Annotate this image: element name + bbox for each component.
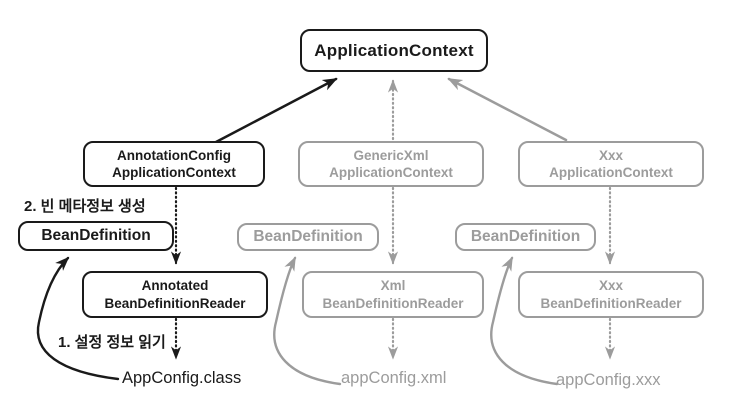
appconfig-class-label: AppConfig.class [122,369,242,387]
node-annotationconfig-applicationcontext: AnnotationConfig ApplicationContext [83,141,265,187]
node-beandefinition-xml: BeanDefinition [237,223,379,251]
node-xxx-beandefinitionreader: Xxx BeanDefinitionReader [518,271,704,318]
step1-annotation: 1. 설정 정보 읽기 [58,334,166,351]
node-genericxml-applicationcontext: GenericXml ApplicationContext [298,141,484,187]
node-xxx-applicationcontext: Xxx ApplicationContext [518,141,704,187]
arrow-appconfigclass-to-beandefinition [36,256,120,381]
arrow-appconfigxxx-to-beandefinition [490,256,559,386]
node-application-context: ApplicationContext [300,29,488,72]
arrow-appconfigxml-to-beandefinition [273,256,342,386]
arrow-annotationconfig-to-applicationcontext [214,77,338,144]
node-xml-beandefinitionreader: Xml BeanDefinitionReader [302,271,484,318]
node-beandefinition-xxx: BeanDefinition [455,223,596,251]
appconfig-xxx-label: appConfig.xxx [556,371,661,389]
step2-annotation: 2. 빈 메타정보 생성 [24,198,146,215]
node-annotated-beandefinitionreader: Annotated BeanDefinitionReader [82,271,268,318]
arrow-xxxcontext-to-applicationcontext [447,77,568,142]
node-beandefinition-annotation: BeanDefinition [18,221,174,251]
appconfig-xml-label: appConfig.xml [341,369,447,387]
